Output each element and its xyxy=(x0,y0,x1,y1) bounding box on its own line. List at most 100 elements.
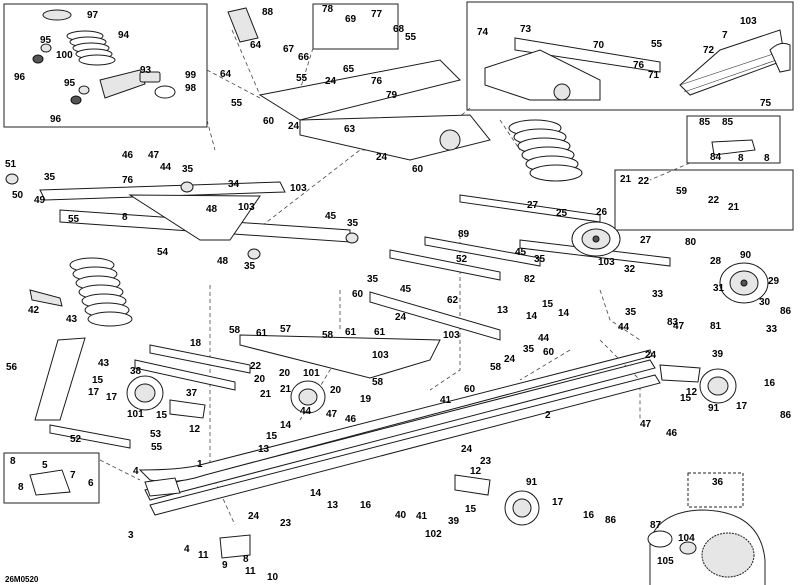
leader-dash xyxy=(519,349,571,381)
callout: 15 xyxy=(680,393,692,404)
callout: 24 xyxy=(325,76,337,87)
detail-frame-stopper xyxy=(686,115,781,164)
bracket-5 xyxy=(29,469,71,496)
callout: 70 xyxy=(593,40,605,51)
callout: 91 xyxy=(708,403,720,414)
callout: 13 xyxy=(258,444,270,455)
callout: 99 xyxy=(185,70,197,81)
callout: 58 xyxy=(372,377,384,388)
callout: 24 xyxy=(461,444,473,455)
callout: 21 xyxy=(728,202,740,213)
callout: 76 xyxy=(633,60,645,71)
callout: 8 xyxy=(738,153,744,164)
callout: 96 xyxy=(14,72,26,83)
callout: 35 xyxy=(347,218,359,229)
callout: 39 xyxy=(448,516,460,527)
callout: 3 xyxy=(128,530,134,541)
callout: 29 xyxy=(768,276,780,287)
callout: 35 xyxy=(367,274,379,285)
callout: 81 xyxy=(710,321,722,332)
callout: 103 xyxy=(740,16,757,27)
callout: 41 xyxy=(416,511,428,522)
rear-arm-plate xyxy=(679,29,786,96)
callout: 24 xyxy=(645,350,657,361)
callout: 74 xyxy=(477,27,489,38)
detail-frame-nut xyxy=(687,472,744,508)
callout: 26 xyxy=(596,207,608,218)
callout: 79 xyxy=(386,90,398,101)
callout: 102 xyxy=(425,529,442,540)
bracket-9 xyxy=(219,534,251,559)
callout: 50 xyxy=(12,190,24,201)
rear-arm-hole xyxy=(553,83,571,101)
bushing-95 xyxy=(40,43,52,53)
callout: 101 xyxy=(303,368,320,379)
callout: 16 xyxy=(583,510,595,521)
shaft-89 xyxy=(424,236,541,267)
callout: 76 xyxy=(371,76,383,87)
callout: 96 xyxy=(50,114,62,125)
shock-body xyxy=(99,69,146,99)
detail-frame-bolt-washer xyxy=(312,3,399,50)
callout: 66 xyxy=(298,52,310,63)
leader-dash xyxy=(299,349,361,421)
callout: 45 xyxy=(400,284,412,295)
callout: 86 xyxy=(780,306,792,317)
callout: 40 xyxy=(395,510,407,521)
callout: 42 xyxy=(28,305,40,316)
callout: 45 xyxy=(515,247,527,258)
callout: 47 xyxy=(326,409,338,420)
bracket-12-right xyxy=(659,364,701,383)
front-coil-spring xyxy=(69,257,133,327)
callout: 43 xyxy=(66,314,78,325)
callout: 6 xyxy=(88,478,94,489)
leader-dash xyxy=(599,289,641,341)
callout: 49 xyxy=(34,195,46,206)
callout: 33 xyxy=(766,324,778,335)
rear-arm-tube xyxy=(514,37,661,73)
front-arm-pivot xyxy=(439,129,461,151)
callout: 62 xyxy=(447,295,459,306)
shaft-18 xyxy=(149,344,251,374)
callout: 20 xyxy=(330,385,342,396)
callout: 77 xyxy=(371,9,383,20)
callout: 71 xyxy=(648,70,660,81)
callout: 45 xyxy=(325,211,337,222)
callout: 20 xyxy=(279,368,291,379)
stopper-84 xyxy=(711,139,756,156)
callout: 57 xyxy=(280,324,292,335)
idler-wheel-101 xyxy=(290,380,326,414)
idler-wheel-91 xyxy=(699,368,737,404)
callout: 60 xyxy=(464,384,476,395)
callout: 14 xyxy=(310,488,322,499)
callout: 98 xyxy=(185,83,197,94)
callout: 59 xyxy=(676,186,688,197)
callout: 64 xyxy=(220,69,232,80)
callout: 103 xyxy=(238,202,255,213)
callout: 17 xyxy=(552,497,564,508)
callout: 95 xyxy=(40,35,52,46)
detail-frame-sprocket xyxy=(649,509,766,585)
callout: 2 xyxy=(545,410,551,421)
rear-arm-bracket xyxy=(484,49,601,101)
shock-label xyxy=(139,71,161,83)
callout: 103 xyxy=(290,183,307,194)
callout: 22 xyxy=(250,361,262,372)
callout: 10 xyxy=(267,572,279,583)
callout: 30 xyxy=(759,297,771,308)
callout: 20 xyxy=(254,374,266,385)
callout: 63 xyxy=(344,124,356,135)
callout: 16 xyxy=(360,500,372,511)
stopper-103-top xyxy=(769,42,791,73)
callout: 37 xyxy=(186,388,198,399)
bushing-51 xyxy=(5,173,19,185)
bracket-12-left xyxy=(169,399,206,419)
callout: 24 xyxy=(288,121,300,132)
callout: 53 xyxy=(150,429,162,440)
callout: 67 xyxy=(283,44,295,55)
leader-dash xyxy=(429,235,461,391)
callout: 58 xyxy=(490,362,502,373)
callout: 17 xyxy=(106,392,118,403)
callout: 32 xyxy=(624,264,636,275)
callout: 24 xyxy=(504,354,516,365)
